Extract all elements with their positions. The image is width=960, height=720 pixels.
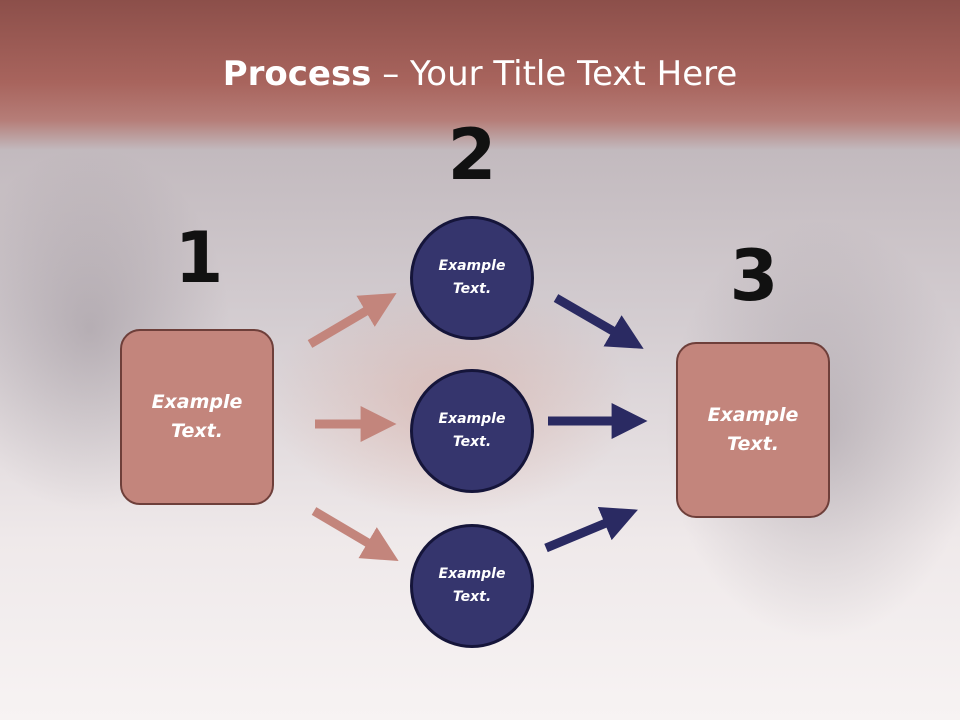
step-box-3-text: Example Text. <box>707 404 799 455</box>
step-box-1-text: Example Text. <box>151 391 243 442</box>
step-circle-top-text: Example Text. <box>438 258 506 297</box>
step-number-3: 3 <box>729 235 779 317</box>
arrow-box1-to-circle-bottom <box>311 507 399 561</box>
step-circle-top: Example Text. <box>410 216 534 340</box>
arrow-box1-to-circle-top <box>307 293 397 348</box>
title-rest: – Your Title Text Here <box>371 54 738 94</box>
step-circle-middle-text: Example Text. <box>438 411 506 450</box>
title-bold: Process <box>222 54 372 94</box>
step-number-1: 1 <box>174 217 224 299</box>
step-circle-bottom-text: Example Text. <box>438 566 506 605</box>
title-band <box>0 0 960 150</box>
step-circle-middle: Example Text. <box>410 369 534 493</box>
step-box-1: Example Text. <box>120 329 274 505</box>
slide-title: Process – Your Title Text Here <box>0 52 960 96</box>
step-circle-bottom: Example Text. <box>410 524 534 648</box>
arrow-circle-bottom-to-box3 <box>544 506 638 553</box>
step-box-3: Example Text. <box>676 342 830 518</box>
step-number-2: 2 <box>447 114 497 196</box>
arrow-circle-top-to-box3 <box>553 294 644 349</box>
